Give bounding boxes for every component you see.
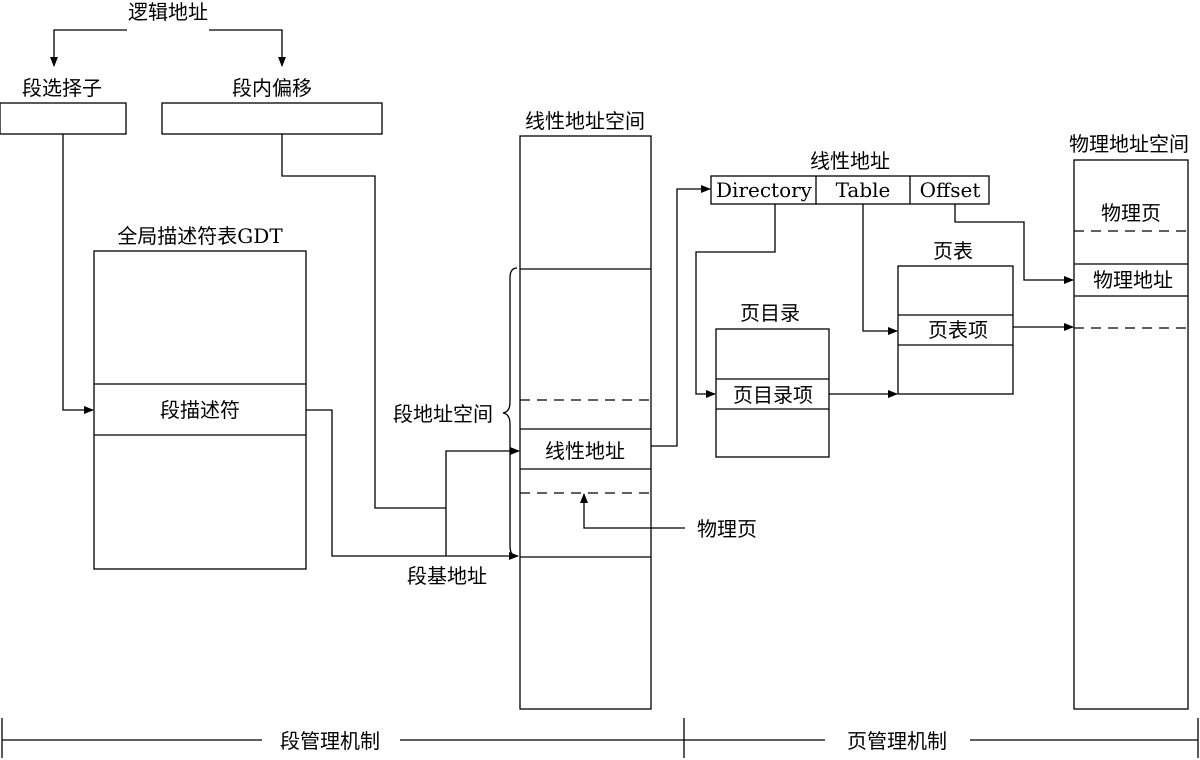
directory-field-to-entry-arrow [695,204,776,398]
segment-offset-label: 段内偏移 [232,76,312,100]
selector-to-descriptor-arrow [62,134,94,414]
page-table-title: 页表 [933,239,973,263]
page-table-entry-label: 页表项 [928,318,988,342]
offset-path-line [281,134,446,509]
page-table-box [897,265,1014,395]
paging-mechanism-label: 页管理机制 [847,729,947,753]
gdt-title: 全局描述符表GDT [117,224,283,248]
segment-base-label: 段基地址 [407,564,487,588]
descriptor-to-segment-base-arrow [306,409,519,560]
segment-selector-label: 段选择子 [22,76,102,100]
linear-space-column [519,135,652,710]
page-directory-box [715,328,830,458]
logical-address-split-arrow-left [50,29,127,67]
logical-address-split-arrow-right [209,29,286,67]
physical-page-label: 物理页 [1101,201,1161,225]
segment-offset-box [161,102,383,135]
linear-address-format-box [710,175,990,205]
logical-address-title: 逻辑地址 [128,0,208,24]
format-field-table: Table [836,178,891,202]
linear-address-cell-label: 线性地址 [545,439,625,463]
segment-space-label: 段地址空间 [393,402,493,426]
segment-space-brace [502,267,518,557]
linear-space-title: 线性地址空间 [525,109,645,133]
page-directory-entry-label: 页目录项 [733,383,813,407]
linear-address-to-format-arrow [651,185,711,447]
segment-selector-box [0,102,127,135]
segment-base-plus-offset-arrow [445,447,520,556]
format-field-directory: Directory [716,178,813,202]
linear-space-physical-page-label: 物理页 [697,517,757,541]
physical-space-column [1073,159,1189,710]
format-field-offset: Offset [920,178,981,202]
linear-address-format-title: 线性地址 [810,149,890,173]
page-directory-title: 页目录 [740,301,800,325]
offset-field-to-physical-address-arrow [954,204,1074,284]
physical-page-pointer-arrow [580,493,685,529]
physical-address-label: 物理地址 [1093,268,1173,292]
segmentation-mechanism-label: 段管理机制 [280,729,380,753]
table-field-to-entry-arrow [862,204,898,335]
segment-descriptor-label: 段描述符 [160,398,240,422]
physical-space-title: 物理地址空间 [1069,132,1189,156]
gdt-table [93,250,307,570]
